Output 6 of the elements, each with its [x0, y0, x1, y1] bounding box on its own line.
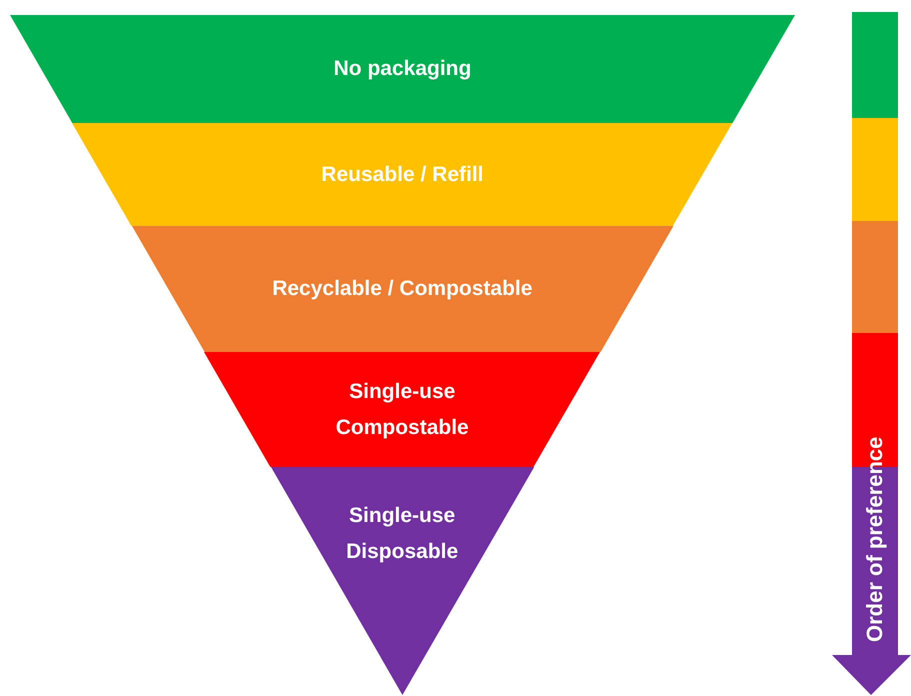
tier-label: Single-use Disposable [345, 503, 460, 566]
tier-label: Recyclable / Compostable [271, 276, 534, 302]
tier-label: No packaging [332, 56, 472, 82]
tier-label: Single-use Compostable [334, 378, 470, 440]
tier-label: Reusable / Refill [320, 162, 485, 188]
arrow-label: Order of preference [862, 436, 888, 642]
